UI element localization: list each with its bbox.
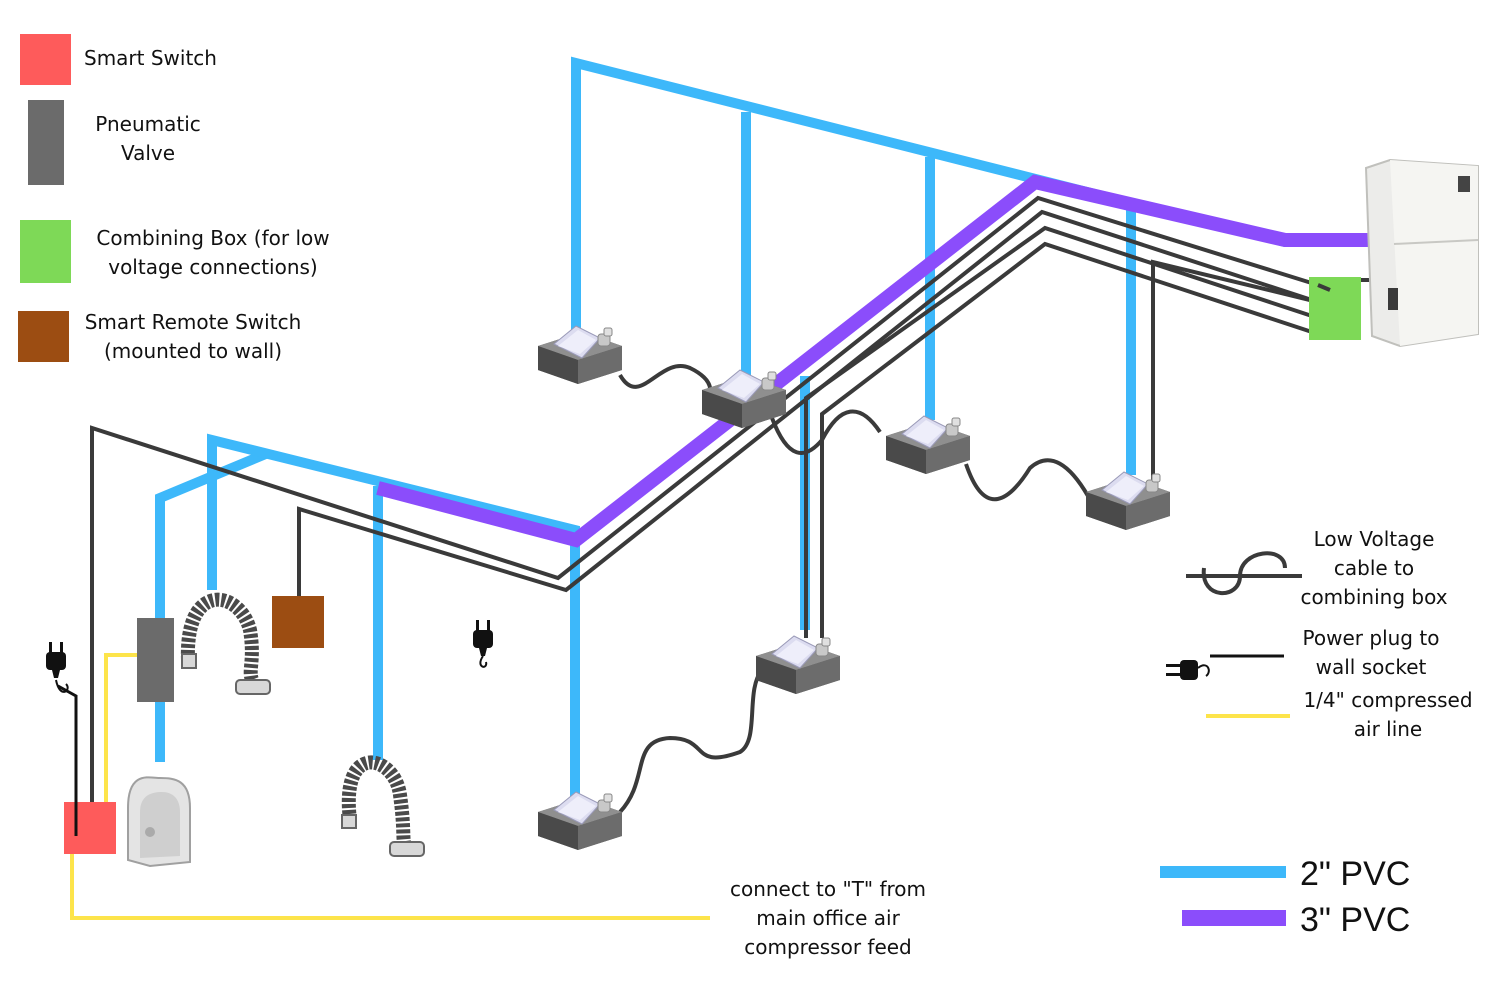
air-lines [70,653,710,920]
connect-note-line-1: connect to "T" from [729,877,927,901]
low-voltage-cables [90,195,1319,838]
smart-remote-switch [272,596,324,648]
legend-low-voltage-label: Low Voltage cable to combining box [1284,525,1464,612]
legend-power-plug-label: Power plug to wall socket [1288,624,1454,682]
legend-low-voltage-symbol [1186,551,1302,595]
legend-air-line-label: 1/4" compressed air line [1292,686,1484,744]
legend-power-plug-icon [1166,654,1284,680]
legend-pneumatic-valve-line-2: Valve [120,141,176,165]
fume-arm-icon [180,592,412,849]
collector-unit-icon [1364,158,1479,348]
legend-low-voltage-line-1: Low Voltage [1313,527,1435,551]
smart-switch [64,802,116,854]
power-plug-icon [46,620,493,678]
fume-arm-nozzles [181,653,425,857]
pvc-3in-pipes [376,174,1388,548]
pneumatic-valve [137,618,174,702]
legend-pvc-swatches [1160,866,1286,926]
legend-air-line-line-1: 1/4" compressed [1303,688,1473,712]
legend-power-plug-line-2: wall socket [1315,655,1427,679]
legend-low-voltage-line-3: combining box [1300,585,1448,609]
legend-pvc-3in-label: 3" PVC [1300,901,1411,939]
legend-pneumatic-valve-line-1: Pneumatic [95,112,201,136]
connect-note: connect to "T" from main office air comp… [708,875,948,962]
legend-pvc-2in-label: 2" PVC [1300,855,1411,893]
workstation-hood-icon [127,776,191,868]
legend-combining-box-line-2: voltage connections) [108,255,318,279]
connect-note-line-3: compressor feed [744,935,912,959]
connect-note-line-2: main office air [756,906,900,930]
legend-remote-switch-line-2: (mounted to wall) [103,339,283,363]
legend-air-line-line-2: air line [1353,717,1423,741]
legend-pneumatic-valve-label: Pneumatic Valve [70,110,226,168]
legend-remote-switch-line-1: Smart Remote Switch [84,310,302,334]
smart-switch-wiring [57,684,78,836]
fume-extractor-icon [537,325,1171,851]
legend-combining-box-label: Combining Box (for low voltage connectio… [76,224,350,282]
legend-combining-box-line-1: Combining Box (for low [96,226,330,250]
legend-smart-switch-label: Smart Switch [84,46,217,70]
legend-remote-switch-label: Smart Remote Switch (mounted to wall) [70,308,316,366]
legend-swatches [18,34,71,362]
combining-box [1309,277,1361,340]
legend-low-voltage-line-2: cable to [1333,556,1415,580]
legend-power-plug-line-1: Power plug to [1302,626,1440,650]
